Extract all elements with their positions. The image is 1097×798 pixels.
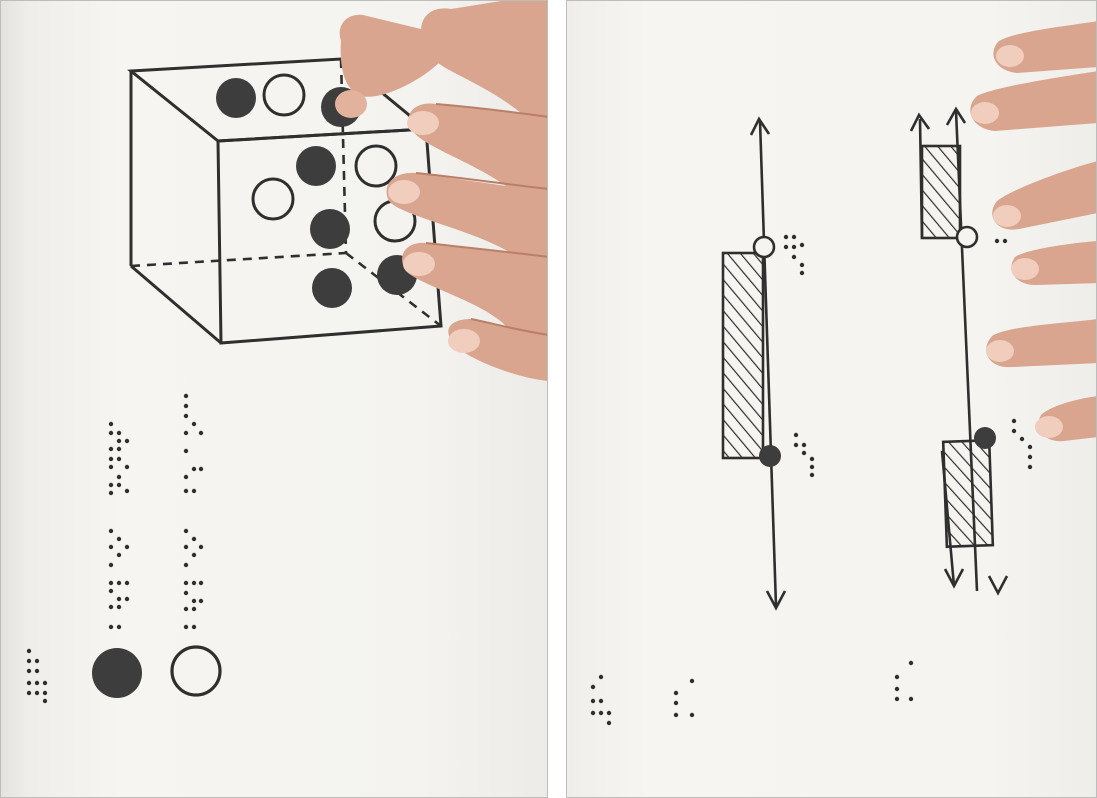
fingernail <box>448 329 480 353</box>
fingernail <box>986 340 1014 362</box>
filled-dot <box>216 78 256 118</box>
braille-label-filled-2 <box>1012 419 1032 469</box>
filled-endpoint <box>974 427 996 449</box>
right-panel-svg <box>567 1 1097 798</box>
open-dot <box>253 179 293 219</box>
hidden-edge-bottom <box>131 253 346 266</box>
shaded-interval-2a <box>922 146 960 238</box>
fingernail <box>971 102 999 124</box>
open-endpoint <box>754 237 774 257</box>
filled-dot <box>312 268 352 308</box>
braille-label-open-2 <box>995 239 1007 243</box>
legend-open-circle <box>172 647 220 695</box>
braille-column-1 <box>109 422 129 629</box>
fingernail <box>403 252 435 276</box>
braille-label-open-1 <box>784 235 804 275</box>
cube-left-bottom-edge <box>131 266 221 343</box>
braille-column-2 <box>184 394 203 629</box>
fingernail <box>407 111 439 135</box>
legend-filled-circle <box>92 648 142 698</box>
braille-bottom-2 <box>674 679 694 717</box>
number-line-1 <box>723 119 785 608</box>
fingernail <box>388 180 420 204</box>
braille-bottom-3 <box>895 661 913 701</box>
braille-label-bottom-left <box>27 649 47 703</box>
braille-label-filled-1 <box>794 433 814 477</box>
open-dot <box>356 146 396 186</box>
shaded-interval-1 <box>723 253 763 458</box>
fingertip <box>335 90 367 118</box>
filled-dot <box>296 146 336 186</box>
braille-bottom-1 <box>591 675 611 725</box>
fingernail <box>1035 416 1063 438</box>
left-panel-svg <box>1 1 548 798</box>
hand-right-panel <box>970 21 1097 441</box>
fingernail <box>996 45 1024 67</box>
fingernail <box>1011 258 1039 280</box>
arrow-down-icon <box>989 576 1007 593</box>
filled-dot <box>310 209 350 249</box>
filled-endpoint <box>759 445 781 467</box>
left-photo-panel <box>0 0 548 798</box>
right-photo-panel <box>566 0 1097 798</box>
shaded-interval-2b <box>943 440 993 547</box>
open-endpoint <box>957 227 977 247</box>
fingernail <box>993 205 1021 227</box>
open-dot <box>264 75 304 115</box>
